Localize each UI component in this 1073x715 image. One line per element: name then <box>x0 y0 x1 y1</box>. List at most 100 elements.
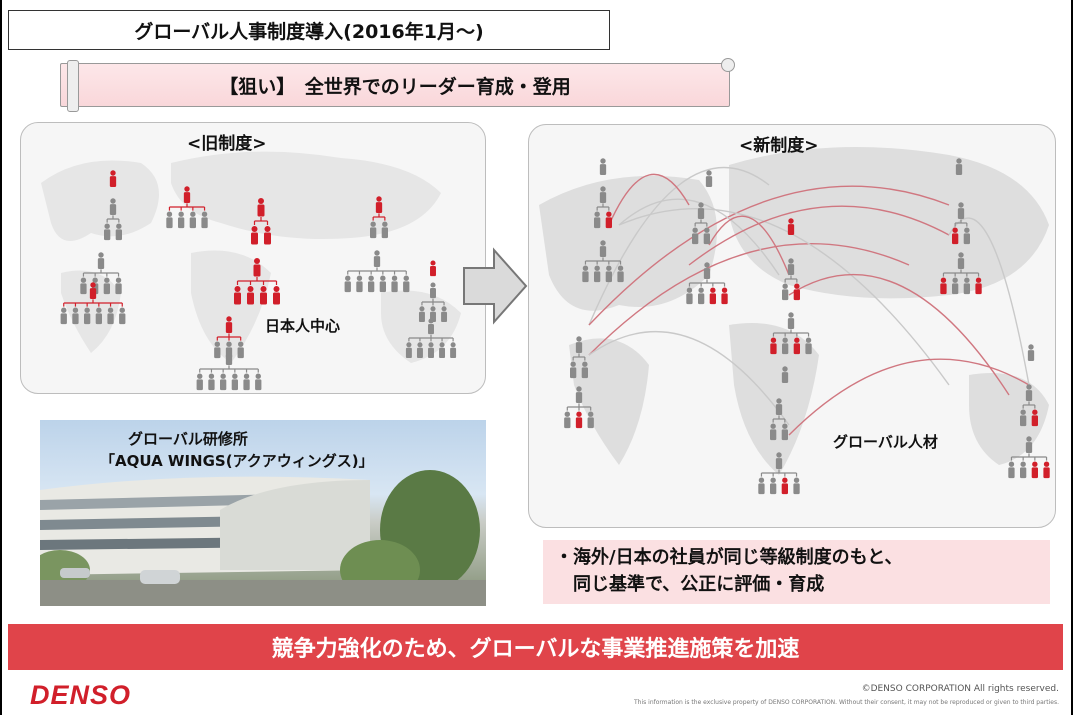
person-icon <box>115 223 122 241</box>
person-icon <box>166 211 173 229</box>
old-system-label: <旧制度> <box>187 134 267 154</box>
copyright: ©DENSO CORPORATION All rights reserved. <box>861 684 1059 694</box>
person-icon <box>963 277 970 295</box>
person-icon <box>89 282 97 299</box>
connection-arc <box>588 243 910 356</box>
person-icon <box>428 342 434 358</box>
connection-arc <box>608 173 690 226</box>
connection-arc <box>618 198 780 276</box>
person-icon <box>253 258 261 277</box>
person-icon <box>782 337 789 355</box>
bullet-box: ・海外/日本の社員が同じ等級制度のもと、 同じ基準で、公正に評価・育成 <box>543 540 1050 604</box>
person-icon <box>381 221 388 239</box>
person-icon <box>957 252 965 269</box>
person-icon <box>781 423 788 441</box>
aim-banner: 【狙い】 全世界でのリーダー育成・登用 <box>60 58 735 112</box>
person-icon <box>119 307 126 325</box>
person-icon <box>251 226 258 245</box>
building-illustration <box>40 470 486 606</box>
person-icon <box>403 275 410 293</box>
person-icon <box>575 411 583 429</box>
person-icon <box>220 373 227 391</box>
person-icon <box>95 307 102 325</box>
person-icon <box>430 282 436 299</box>
connection-arc <box>948 217 1030 386</box>
training-center-photo: グローバル研修所 「AQUA WINGS(アクアウィングス)」 <box>40 420 486 606</box>
person-icon <box>391 275 398 293</box>
photo-caption: グローバル研修所 「AQUA WINGS(アクアウィングス)」 <box>100 428 374 472</box>
photo-caption-line2: 「AQUA WINGS(アクアウィングス)」 <box>100 452 374 470</box>
person-icon <box>84 307 91 325</box>
person-icon <box>1020 409 1027 427</box>
person-icon <box>952 277 959 295</box>
person-icon <box>1043 461 1050 479</box>
person-icon <box>703 227 710 245</box>
new-world-map <box>539 147 1050 495</box>
person-icon <box>1020 461 1027 479</box>
person-icon <box>957 202 965 219</box>
person-icon <box>599 186 607 203</box>
japan-centric-label: 日本人中心 <box>265 317 341 335</box>
person-icon <box>770 423 777 441</box>
person-icon <box>793 477 800 495</box>
connection-arc <box>588 167 770 326</box>
old-system-panel: <旧制度> 日本人中心 <box>20 122 486 394</box>
person-icon <box>189 211 196 229</box>
person-icon <box>109 170 117 187</box>
person-icon <box>581 361 588 379</box>
person-icon <box>225 348 233 365</box>
person-icon <box>214 341 221 359</box>
person-icon <box>952 227 959 245</box>
person-icon <box>1031 461 1038 479</box>
person-icon <box>430 260 436 277</box>
bullet-line1: ・海外/日本の社員が同じ等級制度のもと、 <box>555 547 903 568</box>
person-icon <box>201 211 208 229</box>
person-icon <box>698 287 705 305</box>
person-icon <box>570 361 577 379</box>
person-icon <box>107 307 114 325</box>
person-icon <box>103 277 110 295</box>
person-icon <box>178 211 185 229</box>
person-icon <box>793 337 800 355</box>
person-icon <box>758 477 765 495</box>
connection-arc <box>588 185 950 326</box>
photo-caption-line1: グローバル研修所 <box>128 430 248 448</box>
person-icon <box>709 287 716 305</box>
bullet-line2: 同じ基準で、公正に評価・育成 <box>555 574 825 595</box>
person-icon <box>940 277 947 295</box>
person-icon <box>599 240 607 257</box>
person-icon <box>770 337 777 355</box>
person-icon <box>260 286 267 305</box>
person-icon <box>225 316 233 333</box>
denso-logo: DENSO <box>30 680 132 710</box>
person-icon <box>587 411 594 429</box>
person-icon <box>575 386 583 403</box>
person-icon <box>428 318 434 335</box>
person-icon <box>703 262 711 279</box>
person-icon <box>375 196 383 213</box>
person-icon <box>775 398 783 415</box>
new-system-panel: <新制度> グローバル人材 <box>528 124 1056 528</box>
person-icon <box>692 227 699 245</box>
person-icon <box>787 218 795 235</box>
person-icon <box>1008 461 1015 479</box>
person-icon <box>60 307 67 325</box>
person-icon <box>264 226 271 245</box>
person-icon <box>183 186 191 203</box>
person-icon <box>793 283 800 301</box>
aim-text: 【狙い】 全世界でのリーダー育成・登用 <box>219 75 571 98</box>
connection-arc <box>788 358 1030 436</box>
person-icon <box>781 477 788 495</box>
frame-left <box>0 0 2 715</box>
old-world-map <box>41 151 461 391</box>
person-icon <box>97 252 105 269</box>
frame-right <box>1071 0 1073 715</box>
person-icon <box>237 341 244 359</box>
person-icon <box>963 227 970 245</box>
person-icon <box>955 158 963 175</box>
person-icon <box>234 286 241 305</box>
person-icon <box>243 373 250 391</box>
person-icon <box>697 202 705 219</box>
global-talent-label: グローバル人材 <box>833 433 938 451</box>
connection-arc <box>788 273 1010 396</box>
